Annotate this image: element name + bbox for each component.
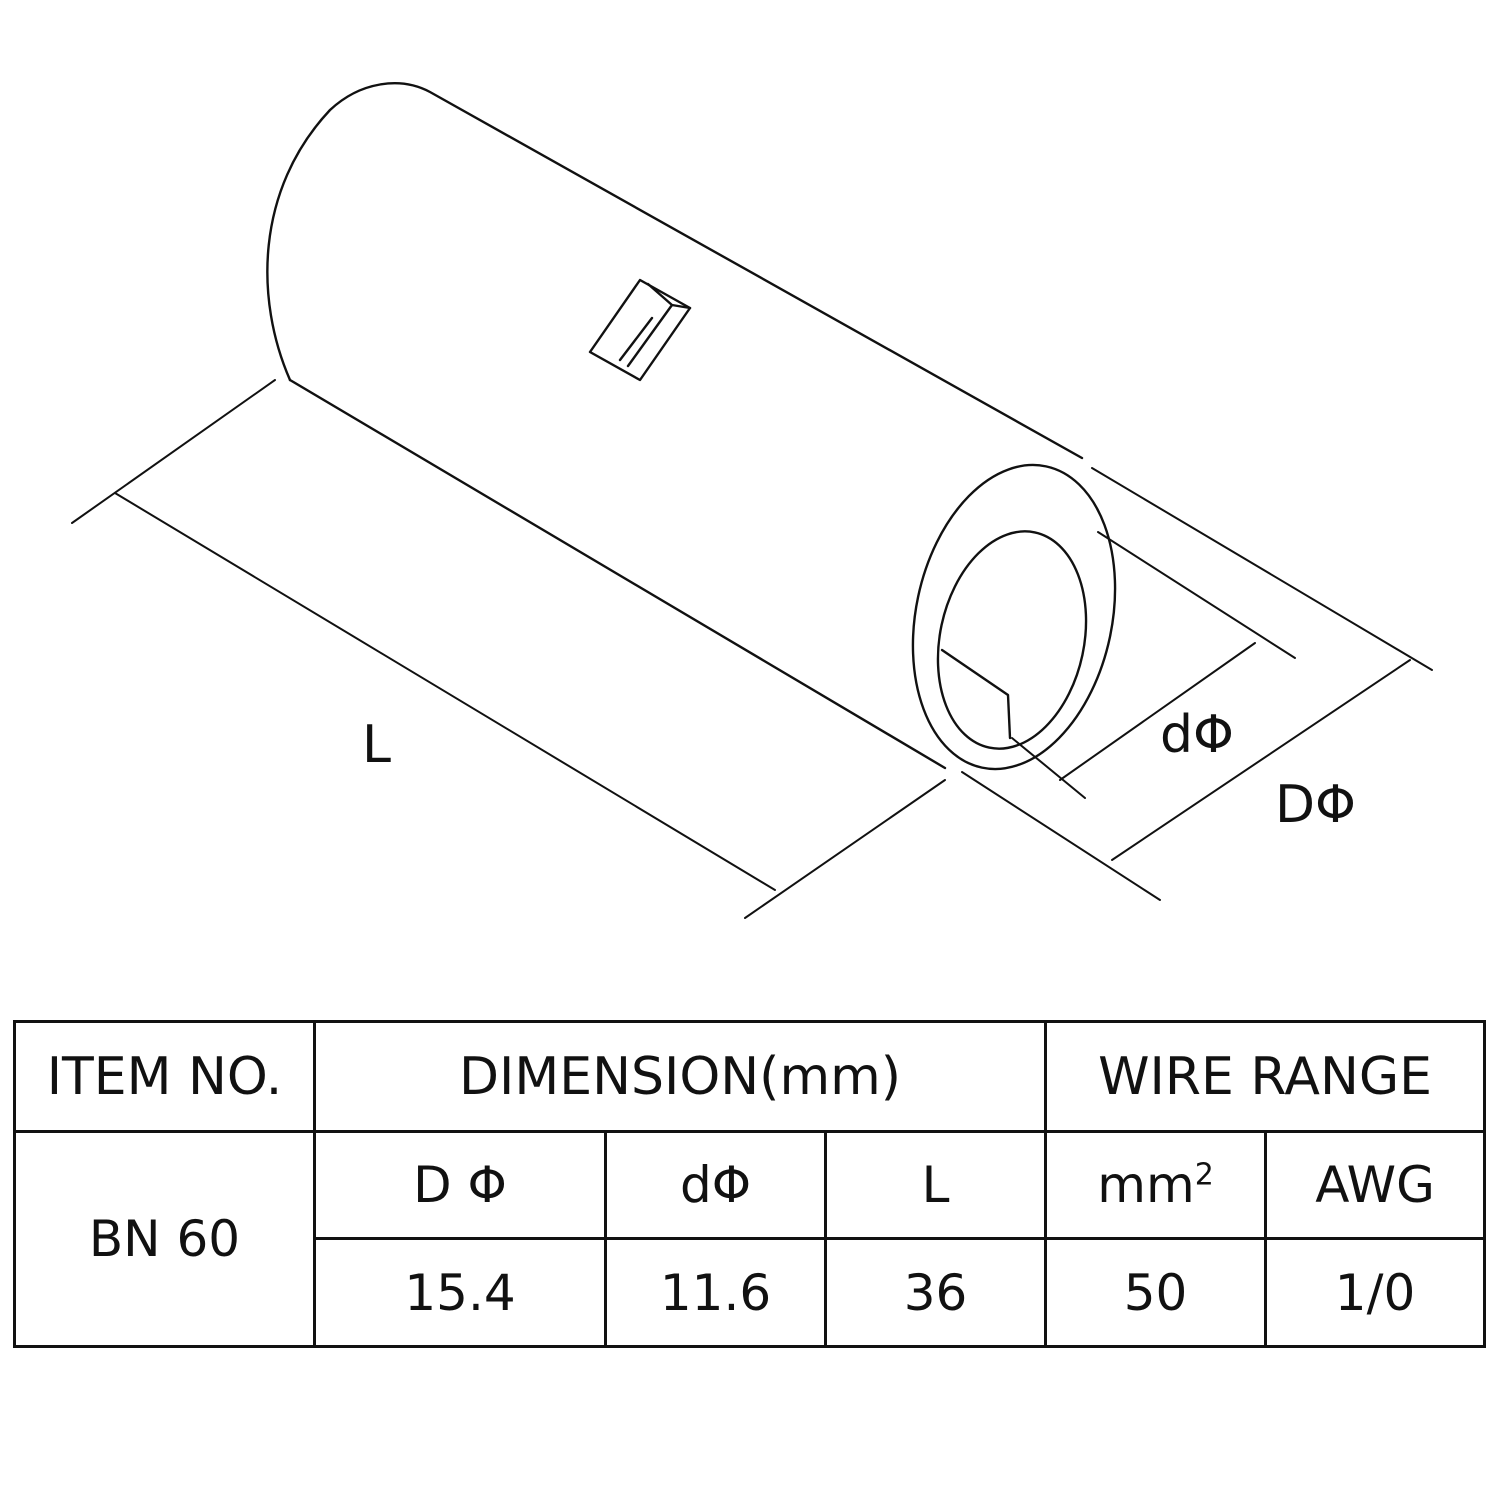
l-extension-left [71,379,276,524]
d-inner-extension-bottom [1011,737,1086,799]
subheader-mm2: mm2 [1044,1130,1268,1240]
l-extension-right [744,779,946,919]
d-inner-extension-top [1097,531,1296,659]
inspection-window-detail [618,282,692,368]
header-row: ITEM NO. DIMENSION(mm) WIRE RANGE [13,1020,1487,1133]
cell-outer-diameter: 15.4 [313,1237,607,1348]
d-inner-label: dΦ [1160,705,1234,765]
l-dimension-line [114,492,776,891]
butt-connector-drawing: L dΦ DΦ [71,82,1433,919]
sleeve-inner-ring [936,530,1088,750]
bore-seam [940,648,1012,740]
d-outer-extension-top [1091,467,1433,671]
cell-item-no: BN 60 [13,1130,316,1348]
inspection-window [588,278,692,382]
header-item-no: ITEM NO. [13,1020,316,1133]
data-row: 15.4 11.6 36 50 1/0 [15,1237,1487,1348]
subheader-row: BN 60 D Φ dΦ L mm2 AWG [13,1130,1487,1348]
d-inner-dimension-line [1059,642,1256,781]
d-outer-label: DΦ [1275,775,1356,835]
subheader-length: L [823,1130,1048,1240]
subheader-inner-diameter: dΦ [604,1130,827,1240]
sleeve-body-outline [266,82,1084,460]
d-outer-extension-bottom [961,771,1161,901]
cell-awg: 1/0 [1264,1237,1487,1348]
subheader-mm2-base: mm [1097,1156,1195,1214]
header-wire-range: WIRE RANGE [1044,1020,1487,1133]
subheader-mm2-sup: 2 [1194,1157,1214,1193]
cell-length: 36 [823,1237,1048,1348]
spec-table: ITEM NO. DIMENSION(mm) WIRE RANGE BN 60 … [13,1020,1487,1348]
sleeve-outer-ring [911,463,1117,771]
d-outer-dimension-line [1111,659,1411,861]
subheader-outer-diameter: D Φ [313,1130,607,1240]
header-dimension: DIMENSION(mm) [312,1020,1048,1133]
cell-mm2: 50 [1044,1237,1268,1348]
subheader-awg: AWG [1264,1130,1487,1240]
l-label: L [362,715,391,775]
sleeve-bottom-edge [288,378,947,770]
cell-inner-diameter: 11.6 [604,1237,827,1348]
